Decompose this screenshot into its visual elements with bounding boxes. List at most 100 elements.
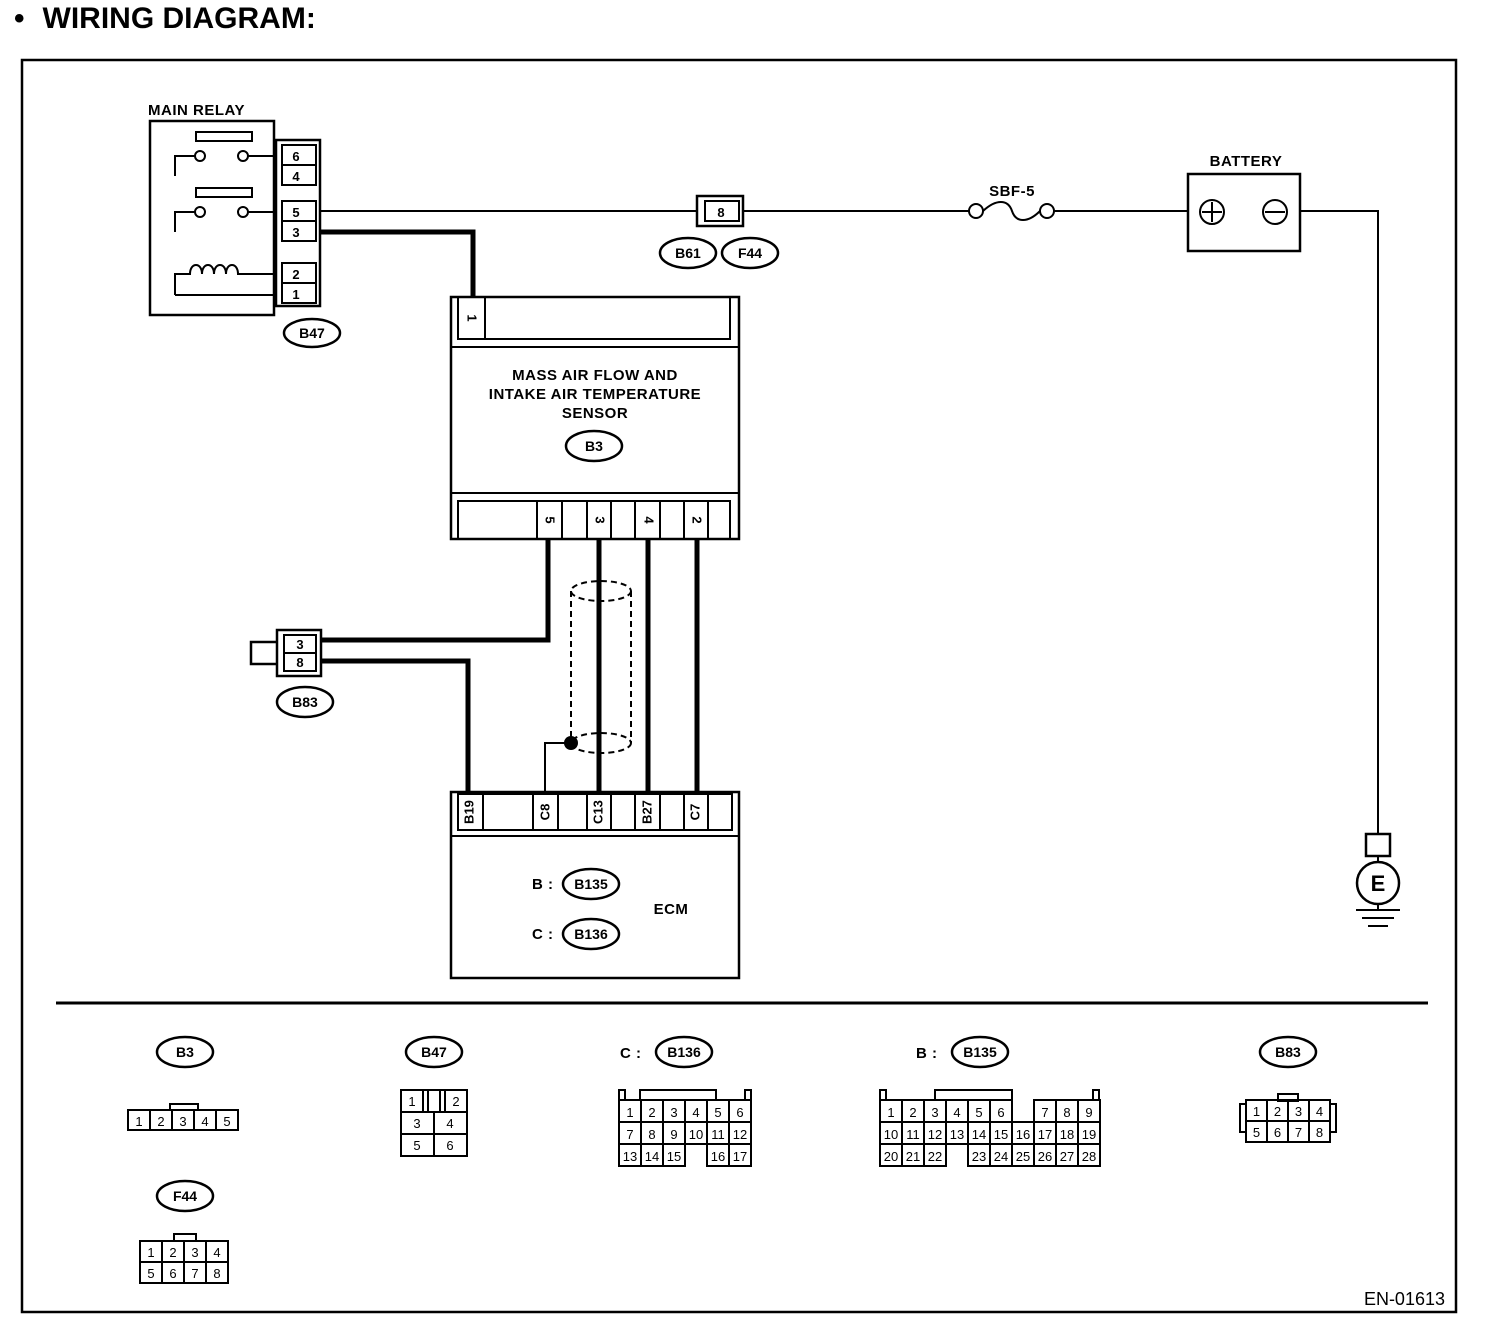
connector-tag xyxy=(950,1035,1010,1069)
pin-number: 28 xyxy=(1082,1149,1096,1164)
pin-cell xyxy=(281,282,317,304)
fuse-sbf5: SBF-5 xyxy=(968,183,1055,221)
connector-tag-label: B3 xyxy=(585,438,603,454)
connector-tag xyxy=(658,236,718,270)
pin-number: 5 xyxy=(413,1138,420,1153)
pin-number: 20 xyxy=(884,1149,898,1164)
maf-bottom-connector xyxy=(457,500,731,540)
shielded-cable xyxy=(544,580,632,792)
figure-code: EN-01613 xyxy=(1364,1289,1445,1309)
maf-pin: 5 xyxy=(543,516,558,523)
pin-number: 6 xyxy=(1274,1125,1281,1140)
pin-number: 9 xyxy=(670,1127,677,1142)
maf-sensor-body xyxy=(449,295,741,541)
pin-number: 22 xyxy=(928,1149,942,1164)
heading-bullet: • xyxy=(14,2,25,35)
pin-number: 11 xyxy=(711,1127,725,1142)
pin-number: 3 xyxy=(1295,1104,1302,1119)
maf-pin: 1 xyxy=(465,314,480,321)
relay-wire xyxy=(174,211,195,232)
pin-cell xyxy=(281,220,317,242)
maf-sensor: 1 MASS AIR FLOW AND INTAKE AIR TEMPERATU… xyxy=(449,295,741,541)
pin-number: 3 xyxy=(413,1116,420,1131)
pin-number: 16 xyxy=(711,1149,725,1164)
heading-title: WIRING DIAGRAM: xyxy=(42,2,316,35)
connector-tag-label: B47 xyxy=(299,325,325,341)
battery-label: BATTERY xyxy=(1210,153,1283,170)
pin-number: 9 xyxy=(1085,1105,1092,1120)
maf-title-line: MASS AIR FLOW AND xyxy=(512,367,678,384)
pin-cell xyxy=(728,1143,752,1167)
main-relay-connector xyxy=(274,138,322,308)
relay-pin: 3 xyxy=(292,225,299,240)
relay-pin: 4 xyxy=(292,169,300,184)
ground-label: E xyxy=(1371,871,1386,896)
connector-tag xyxy=(404,1035,464,1069)
connector-prefix: B : xyxy=(916,1045,938,1062)
pin-number: 5 xyxy=(147,1266,154,1281)
b83-pin: 8 xyxy=(296,655,303,670)
pin-cell xyxy=(704,200,740,222)
connector-tag xyxy=(282,317,342,349)
pin-number: 6 xyxy=(736,1105,743,1120)
pin-number: 2 xyxy=(452,1094,459,1109)
pin-number: 7 xyxy=(191,1266,198,1281)
connector-tag-label: B47 xyxy=(421,1044,447,1060)
pin-number: 14 xyxy=(645,1149,659,1164)
pin-number: 8 xyxy=(213,1266,220,1281)
pin-number: 3 xyxy=(179,1114,186,1129)
pin-number: 27 xyxy=(1060,1149,1074,1164)
pin-number: 10 xyxy=(689,1127,703,1142)
maf-pin: 3 xyxy=(593,516,608,523)
pin-number: 18 xyxy=(1060,1127,1074,1142)
wire-b83-to-ecm-b19 xyxy=(321,658,471,792)
pin-cell xyxy=(205,1261,229,1284)
pin-number: 8 xyxy=(1063,1105,1070,1120)
pin-number: 5 xyxy=(1253,1125,1260,1140)
pin-number: 2 xyxy=(157,1114,164,1129)
pin-number: 3 xyxy=(670,1105,677,1120)
page-heading: • WIRING DIAGRAM: xyxy=(14,2,316,36)
pin-number: 17 xyxy=(1038,1127,1052,1142)
ground-symbol: E xyxy=(1355,832,1401,927)
ecm-connector-prefix: B : xyxy=(532,876,554,893)
pin-number: 4 xyxy=(201,1114,208,1129)
connector-tag-label: B83 xyxy=(292,694,318,710)
pin-number: 4 xyxy=(213,1245,220,1260)
connector-tag xyxy=(654,1035,714,1069)
pin-cell xyxy=(281,164,317,186)
ecm-pin: C13 xyxy=(590,800,605,824)
connector-view-b47: B47 1 2 3 4 5 6 xyxy=(400,1035,468,1157)
connector-b61-f44: 8 B61 F44 xyxy=(658,194,780,270)
relay-pin: 5 xyxy=(292,205,299,220)
pin-number: 2 xyxy=(169,1245,176,1260)
pin-number: 13 xyxy=(623,1149,637,1164)
pin-number: 7 xyxy=(626,1127,633,1142)
pin-number: 7 xyxy=(1041,1105,1048,1120)
ecm-label: ECM xyxy=(654,901,689,918)
connector-tag xyxy=(564,429,624,463)
ecm-pin: B27 xyxy=(639,800,654,824)
pin-number: 15 xyxy=(667,1149,681,1164)
pin-number: 21 xyxy=(906,1149,920,1164)
relay-pin: 1 xyxy=(292,287,299,302)
pin-cell xyxy=(1077,1143,1101,1167)
ecm-connector-prefix: C : xyxy=(532,926,554,943)
maf-top-connector xyxy=(457,296,731,340)
relay-switch-bar-1 xyxy=(195,131,253,142)
pin-number: 1 xyxy=(408,1094,415,1109)
connector-prefix: C : xyxy=(620,1045,642,1062)
pin-number: 8 xyxy=(1316,1125,1323,1140)
relay-pin: 6 xyxy=(292,149,299,164)
pin-number: 13 xyxy=(950,1127,964,1142)
connector-tag-label: B136 xyxy=(667,1044,701,1060)
battery-positive-icon xyxy=(1199,199,1225,225)
pin-number: 2 xyxy=(648,1105,655,1120)
ecm-pin: C8 xyxy=(537,804,552,821)
